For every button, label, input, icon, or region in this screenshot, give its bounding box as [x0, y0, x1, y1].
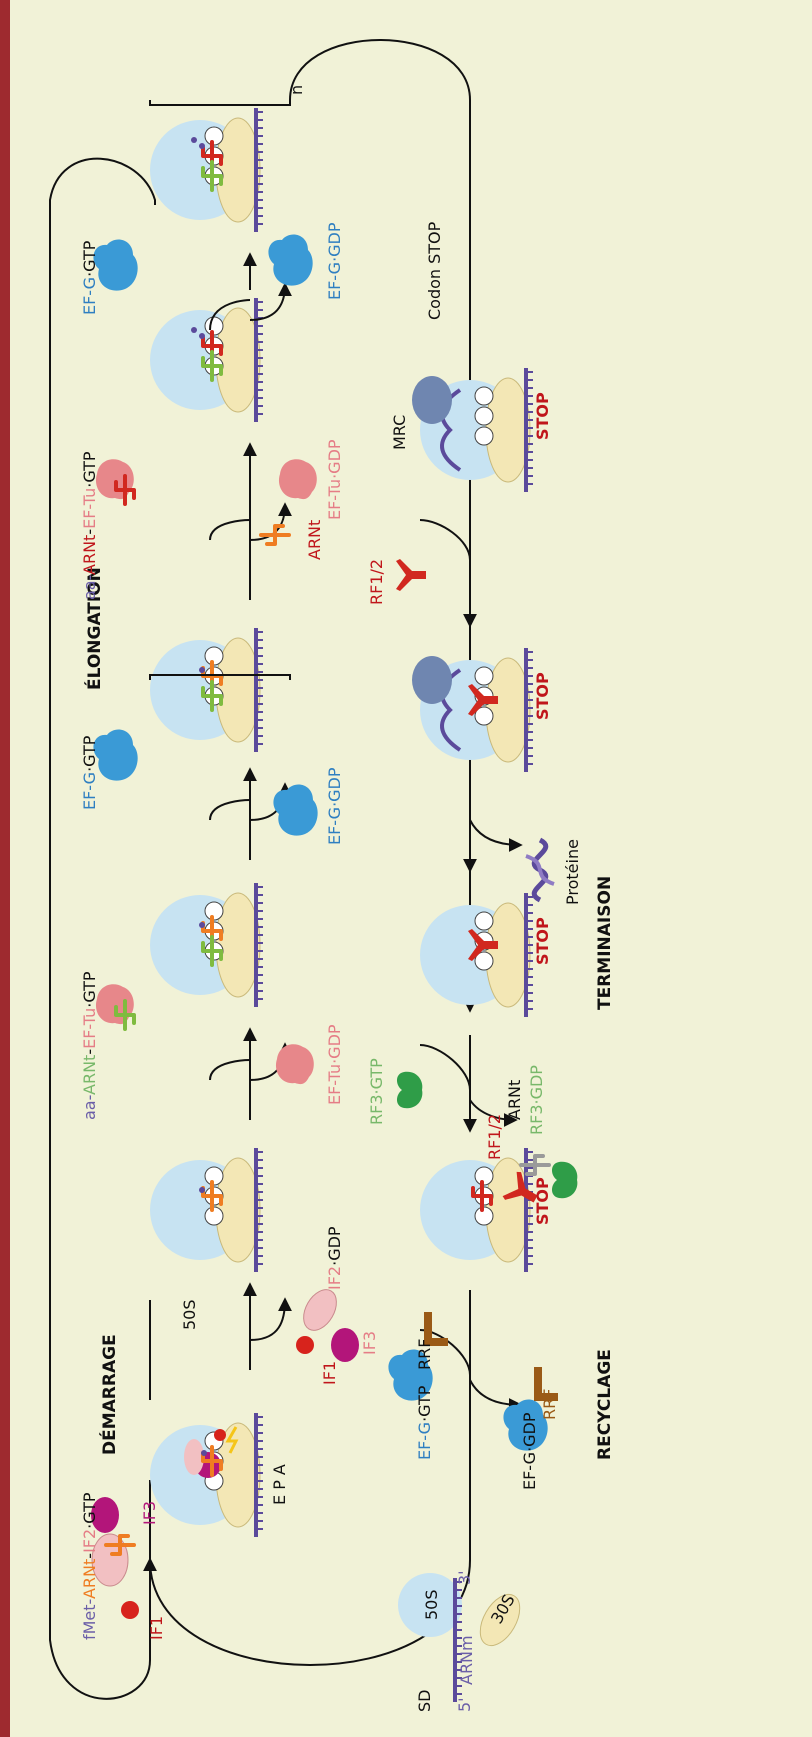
cycle-loop: [49, 157, 156, 1700]
label-proteine: Protéine: [563, 839, 582, 905]
cycle-loop-top: [289, 39, 477, 1013]
label-if1-out: IF1: [320, 1361, 339, 1385]
ribosome-elongation-1: [150, 883, 263, 1007]
ef-tu-icon: [275, 1044, 314, 1085]
label-eftu-gdp-1: EF-Tu·GDP: [325, 1024, 344, 1105]
label-if2gdp: IF2·GDP: [325, 1226, 344, 1290]
ef-g-icon: [268, 234, 313, 286]
ribosome-elongation-2: [150, 628, 263, 752]
arrow-elong3-to-elong4: [209, 252, 292, 331]
arrow-elong2-to-elong3: [209, 442, 292, 600]
ef-tu-icon: [278, 459, 317, 500]
protein-icon: [525, 837, 555, 903]
free-50s-subunit: [398, 1573, 462, 1637]
label-stop-3: STOP: [533, 917, 552, 965]
label-sites: E P A: [270, 1464, 289, 1505]
rf3-icon: [397, 1071, 423, 1109]
label-efg-gtp-recycling: EF-G·GTP: [415, 1385, 434, 1460]
label-rrf-2: RRF: [540, 1389, 559, 1420]
arrow-rf-to-release: [463, 790, 523, 873]
section-demarrage: DÉMARRAGE: [98, 1334, 120, 1455]
label-rrf-1: RRF: [415, 1339, 434, 1370]
label-stop-2: STOP: [533, 672, 552, 720]
arrow-init-to-complex: [243, 1282, 292, 1370]
if1-icon: [296, 1336, 314, 1354]
ef-g-icon: [93, 239, 138, 291]
ribosome-initiation: [150, 1413, 263, 1537]
label-rf12-2: RF1/2: [485, 1114, 504, 1160]
elongation-bracket-bottom: [149, 674, 291, 680]
label-if3-out: IF3: [360, 1331, 379, 1355]
ribosome-stop-arrival: [412, 368, 533, 492]
ribosome-rf3-release: [420, 1148, 533, 1272]
ef-tu-icon: [95, 459, 134, 500]
ef-g-icon: [273, 784, 318, 836]
label-aa-trna-eftu-2: aa-ARNt-EF-Tu·GTP: [80, 451, 99, 600]
label-n: n: [287, 85, 306, 95]
if2-icon: [303, 1289, 337, 1331]
label-efg-gtp-2: EF-G·GTP: [80, 240, 99, 315]
label-eftu-gdp-2: EF-Tu·GDP: [325, 439, 344, 520]
label-3prime: 3': [455, 1570, 474, 1585]
label-fmet-complex: fMet-ARNt-IF2·GTP: [80, 1492, 99, 1640]
ribosome-elongation-4: [150, 108, 263, 232]
label-efg-gdp-2: EF-G·GDP: [325, 222, 344, 300]
rf12-icon: [396, 559, 426, 591]
free-30s-subunit: [479, 1593, 521, 1647]
ribosome-peptide-release: [420, 893, 533, 1017]
ribosome-rf-binding: [412, 648, 533, 772]
trna-icon: [259, 524, 291, 546]
elongation-bracket-top: [149, 100, 291, 106]
label-efg-gdp-recycling: EF-G·GDP: [520, 1412, 539, 1490]
label-codon-stop: Codon STOP: [425, 221, 444, 320]
section-terminaison: TERMINAISON: [595, 876, 615, 1010]
label-rf12-1: RF1/2: [367, 559, 386, 605]
arrow-stop-to-rf: [419, 510, 477, 628]
label-stop-4: STOP: [533, 1177, 552, 1225]
section-elongation: ÉLONGATION: [83, 567, 105, 690]
label-sd: SD: [415, 1690, 434, 1712]
label-efg-gtp-1: EF-G·GTP: [80, 735, 99, 810]
label-rf3gtp: RF3·GTP: [367, 1058, 386, 1125]
label-50s: 50S: [180, 1299, 199, 1330]
label-mrc: MRC: [390, 415, 409, 450]
arrow-complex-to-elong1: [209, 1027, 292, 1120]
section-recyclage: RECYCLAGE: [595, 1349, 615, 1460]
if3-icon: [91, 1497, 119, 1533]
label-if3: IF3: [140, 1501, 159, 1525]
gtp-hydrolysis-icon: [225, 1426, 239, 1454]
label-arnt-red: ARNt: [305, 520, 324, 560]
label-if1: IF1: [147, 1616, 166, 1640]
ribosome-initiation-complex: [150, 1148, 263, 1272]
label-aa-trna-eftu-1: aa-ARNt-EF-Tu·GTP: [80, 971, 99, 1120]
left-frame-bar: [0, 0, 10, 1737]
label-rf3gdp: RF3·GDP: [527, 1065, 546, 1135]
label-stop-1: STOP: [533, 392, 552, 440]
mrc-icon: [412, 376, 452, 424]
label-arnm: ARNm: [457, 1635, 476, 1685]
arrow-elong1-to-elong2: [209, 767, 292, 860]
label-50s-free: 50S: [422, 1589, 441, 1620]
label-efg-gdp-1: EF-G·GDP: [325, 767, 344, 845]
arrow-release-to-rf3: [419, 1035, 518, 1133]
ribosome-elongation-3: [150, 298, 263, 422]
ef-tu-icon: [95, 984, 134, 1025]
ef-g-icon: [93, 729, 138, 781]
rf3-icon: [552, 1161, 578, 1199]
label-5prime: 5': [455, 1697, 474, 1712]
label-arnt-gray: ARNt: [505, 1080, 524, 1120]
if3-icon: [331, 1328, 359, 1362]
if1-icon: [121, 1601, 139, 1619]
